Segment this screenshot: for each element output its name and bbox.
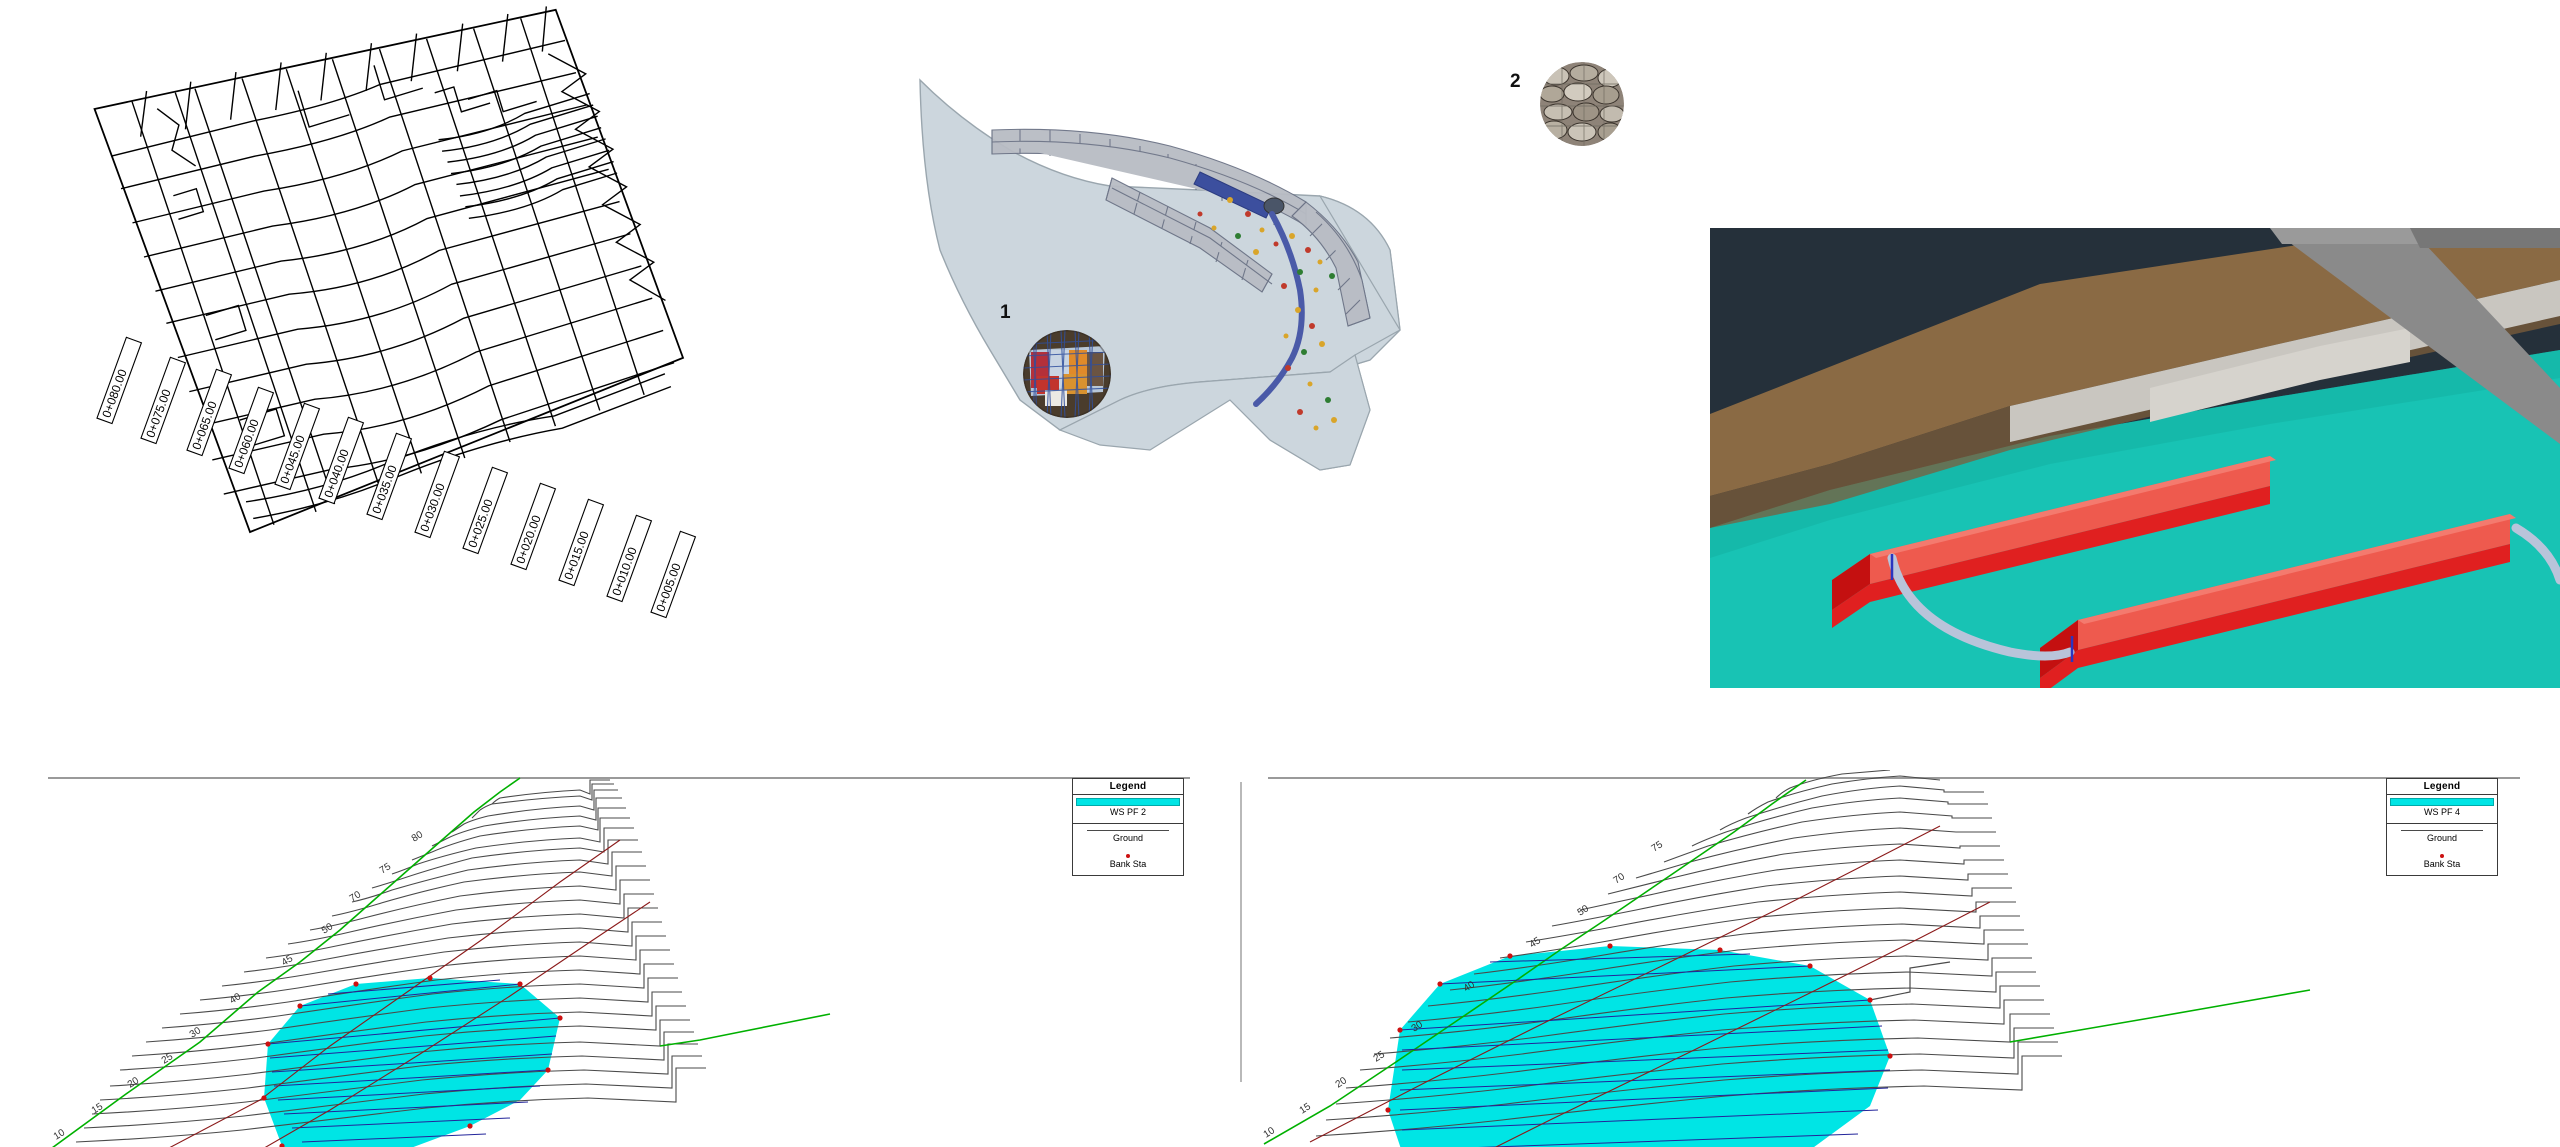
thalweg-line-a <box>169 839 621 1147</box>
station-label: 0+015.00 <box>561 529 591 581</box>
bank-swatch <box>2440 854 2444 858</box>
road-deck <box>2270 228 2560 444</box>
station-label: 0+080.00 <box>99 367 129 419</box>
legend-row-ground: Ground <box>1073 823 1183 849</box>
thalweg-line-b <box>264 901 651 1147</box>
legend-row-ws: WS PF 4 <box>2387 795 2497 823</box>
ws-swatch <box>2390 798 2494 806</box>
svg-text:20: 20 <box>126 1075 142 1090</box>
svg-text:40: 40 <box>228 991 244 1006</box>
bank-line-right <box>659 1013 831 1047</box>
svg-text:45: 45 <box>1528 935 1544 951</box>
station-label: 0+075.00 <box>143 387 173 439</box>
ws-swatch <box>1076 798 1180 806</box>
barrier-red-right <box>2040 514 2516 688</box>
pipe-left <box>1887 553 2075 661</box>
svg-text:15: 15 <box>1298 1101 1314 1117</box>
ground-swatch <box>1087 830 1169 831</box>
xs-cut-lines <box>267 979 561 1143</box>
barrier-red-left <box>1832 456 2276 628</box>
render-3d-panel <box>1710 228 2560 688</box>
floodplain-lobe <box>1058 354 1371 471</box>
svg-text:50: 50 <box>320 921 336 936</box>
road-far <box>2410 228 2560 248</box>
legend-row-ground: Ground <box>2387 823 2497 849</box>
ground-swatch <box>2401 830 2483 831</box>
channel-centreline <box>1253 211 1305 407</box>
station-label: 0+020.00 <box>513 513 543 565</box>
debris-markers <box>1197 197 1337 431</box>
ws-label: WS PF 4 <box>2423 807 2460 817</box>
cross-section-right-panel: 10 15 20 25 30 40 45 50 70 75 Legend WS … <box>1250 770 2560 1147</box>
svg-text:75: 75 <box>1650 839 1666 855</box>
legend-row-bank: Bank Sta <box>1073 849 1183 875</box>
station-label: 0+060.00 <box>231 417 261 469</box>
gabion-wall-right <box>1291 201 1371 327</box>
weir-structure <box>1193 171 1285 219</box>
cross-section-right-plot: 10 15 20 25 30 40 45 50 70 75 <box>1262 770 2520 1147</box>
bank-line-left <box>52 777 521 1147</box>
station-label: 0+005.00 <box>653 561 683 613</box>
gabion-basket-photo <box>1023 330 1111 418</box>
bank-label: Bank Sta <box>2423 859 2461 869</box>
ground-label: Ground <box>1112 833 1144 843</box>
station-label: 0+030.00 <box>417 481 447 533</box>
svg-text:70: 70 <box>348 889 364 904</box>
plan-schematic-drawing <box>919 78 1401 471</box>
legend-title: Legend <box>2387 779 2497 795</box>
photo-callout-2-label: 2 <box>1510 71 1521 92</box>
ground-label: Ground <box>2426 833 2458 843</box>
ground-contours <box>75 779 706 1143</box>
station-label: 0+045.00 <box>277 433 307 485</box>
photo-callout-1-label: 1 <box>1000 302 1011 323</box>
xs-cut-lines <box>1399 953 1891 1147</box>
thalweg-line-b <box>1494 901 1991 1147</box>
gabion-wall-spur <box>1105 177 1273 293</box>
bank-line-right <box>2009 989 2311 1043</box>
bank-swatch <box>1126 854 1130 858</box>
step-feature <box>1869 961 1951 1001</box>
bottom-panel-divider <box>1240 782 1242 1082</box>
embankment-cap <box>2150 328 2410 422</box>
legend-right: Legend WS PF 4 Ground Bank Sta <box>2386 778 2498 876</box>
legend-title: Legend <box>1073 779 1183 795</box>
station-label: 0+040.00 <box>321 447 351 499</box>
svg-text:50: 50 <box>1576 903 1592 919</box>
station-label: 0+025.00 <box>465 497 495 549</box>
cross-section-left-panel: 10 15 20 25 30 40 45 50 70 75 80 Legend … <box>0 770 1235 1147</box>
legend-row-bank: Bank Sta <box>2387 849 2497 875</box>
terrain-bank <box>1710 228 2560 496</box>
gabion-rock-photo <box>1540 62 1624 146</box>
station-label: 0+065.00 <box>189 399 219 451</box>
thalweg-line-a <box>1309 825 1941 1143</box>
svg-text:70: 70 <box>1612 871 1628 887</box>
cross-section-left-plot: 10 15 20 25 30 40 45 50 70 75 80 <box>48 777 1190 1147</box>
station-label: 0+010.00 <box>609 545 639 597</box>
plan-view-schematic-panel: 2 1b 1a <box>900 0 1700 770</box>
bank-line-left <box>1263 779 1807 1145</box>
bank-station-dots <box>261 975 563 1147</box>
svg-text:80: 80 <box>410 829 426 844</box>
cad-plan-drawing: 0+080.00 0+075.00 0+065.00 0+060.00 0+04… <box>93 6 697 619</box>
legend-left: Legend WS PF 2 Ground Bank Sta <box>1072 778 1184 876</box>
cad-contour-plan-panel: 0+080.00 0+075.00 0+065.00 0+060.00 0+04… <box>0 0 900 770</box>
svg-text:25: 25 <box>1372 1049 1388 1065</box>
bank-label: Bank Sta <box>1109 859 1147 869</box>
render-3d-scene <box>1710 228 2560 688</box>
bank-station-dots <box>1385 943 1893 1113</box>
legend-row-ws: WS PF 2 <box>1073 795 1183 823</box>
svg-text:75: 75 <box>378 861 394 876</box>
ws-label: WS PF 2 <box>1109 807 1146 817</box>
road-top <box>2270 228 2422 244</box>
svg-text:10: 10 <box>52 1127 68 1142</box>
pipe-right <box>2511 523 2560 585</box>
water-edge <box>1710 350 2560 558</box>
